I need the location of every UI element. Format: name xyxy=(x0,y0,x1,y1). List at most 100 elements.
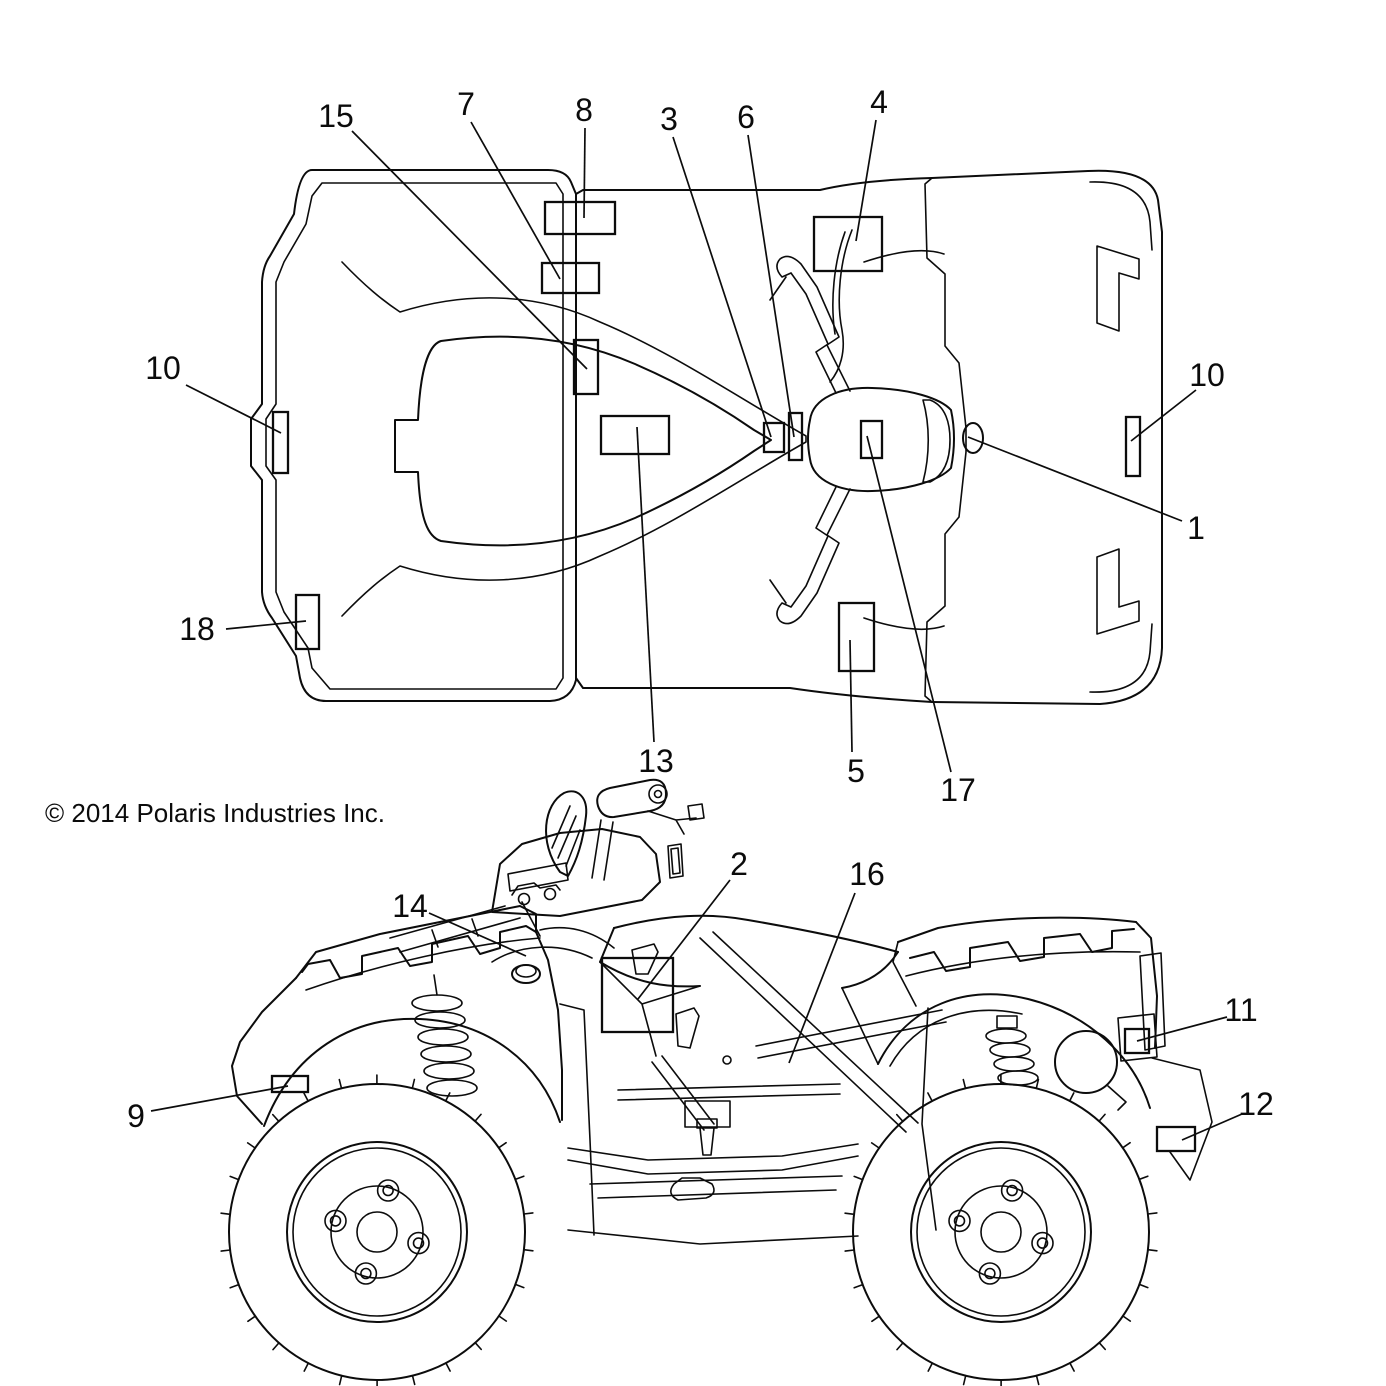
callout-leader-16 xyxy=(788,892,856,1064)
callout-leader-2 xyxy=(637,879,731,1000)
brake-cable xyxy=(829,229,853,383)
lug-nut-center xyxy=(382,1184,394,1197)
decal-box-13 xyxy=(599,414,671,456)
lug-nut xyxy=(324,1209,347,1233)
lug-nut xyxy=(948,1209,971,1233)
callout-label-10-right: 10 xyxy=(1189,357,1225,393)
rear-axle xyxy=(980,1211,1022,1253)
rear-rim-outer xyxy=(910,1141,1092,1323)
callout-label-7: 7 xyxy=(457,86,475,122)
callout-label-3: 3 xyxy=(660,101,678,137)
body-top-edge xyxy=(575,177,933,195)
front-rack-slot-top xyxy=(1096,245,1140,332)
seat-rear-edge xyxy=(841,951,899,989)
lug-nut-center xyxy=(1036,1237,1049,1249)
fuel-cap-top xyxy=(515,964,537,978)
lug-nut-center xyxy=(329,1215,342,1227)
engine-stub xyxy=(1107,1085,1127,1111)
callout-leader-17 xyxy=(866,435,952,773)
decal-box-7 xyxy=(540,261,601,295)
fuel-cap xyxy=(511,964,541,984)
callout-label-15: 15 xyxy=(318,98,354,134)
callout-leader-7 xyxy=(470,121,561,280)
seat-top-view xyxy=(394,335,772,547)
rear-rim-inner xyxy=(916,1147,1086,1317)
decal-box-11 xyxy=(1123,1027,1151,1055)
grip-end-cap xyxy=(648,784,668,804)
callout-label-9: 9 xyxy=(127,1098,145,1134)
rear-tire-tread xyxy=(844,1074,1158,1386)
drain-knob xyxy=(696,1118,718,1156)
decal-box-3 xyxy=(762,421,786,454)
seat-opening-outline xyxy=(341,261,807,617)
rear-tail-panel xyxy=(1139,952,1166,1051)
gas-cap-ellipse xyxy=(962,422,984,454)
mirror-hatch-lines xyxy=(551,805,581,867)
lug-nut-center xyxy=(360,1267,372,1280)
lug-nut xyxy=(354,1262,378,1285)
decal-boxes-layer xyxy=(270,200,1197,1153)
callout-leader-8 xyxy=(583,127,586,219)
callout-leader-12 xyxy=(1181,1113,1243,1141)
pod-truck-glyph xyxy=(511,882,561,906)
callout-label-16: 16 xyxy=(849,856,885,892)
front-rack-left-edge xyxy=(924,177,967,703)
lug-nut-center xyxy=(953,1215,966,1227)
callout-leader-4 xyxy=(855,119,877,242)
engine-cover xyxy=(1054,1030,1118,1094)
front-fender-tread-band xyxy=(301,925,537,979)
rear-tire xyxy=(852,1083,1150,1381)
callout-leader-10-left xyxy=(185,384,282,434)
callout-leader-15 xyxy=(351,130,588,370)
rear-mudflap xyxy=(1151,1057,1213,1181)
front-tire-tread xyxy=(220,1074,534,1386)
brake-lever-side xyxy=(647,803,705,835)
lug-nut xyxy=(376,1179,400,1202)
mid-rails xyxy=(617,1083,841,1101)
callout-leader-3 xyxy=(672,136,772,438)
callout-label-4: 4 xyxy=(870,84,888,120)
copyright-text: © 2014 Polaris Industries Inc. xyxy=(45,798,385,828)
decal-box-4 xyxy=(812,215,884,273)
callout-label-6: 6 xyxy=(737,99,755,135)
front-shock-spring xyxy=(411,974,478,1097)
inner-fender-edges xyxy=(559,1003,937,1236)
callout-label-8: 8 xyxy=(575,92,593,128)
lug-nut-center xyxy=(1006,1184,1018,1197)
decal-box-12 xyxy=(1155,1125,1197,1153)
windshield-mirror xyxy=(545,790,588,877)
rear-shock-spring xyxy=(985,1015,1039,1086)
seat-front-edge xyxy=(599,927,701,988)
callout-leader-14 xyxy=(428,912,527,957)
side-panel-lines xyxy=(599,961,701,1057)
console-lens xyxy=(922,399,951,483)
handlebar-lower-arm xyxy=(769,486,851,625)
seat-side-view xyxy=(613,914,899,953)
callout-label-17: 17 xyxy=(940,772,976,808)
footwell-boards xyxy=(567,1143,859,1245)
rear-hub xyxy=(954,1185,1048,1279)
rear-rack-tail xyxy=(1135,921,1158,1049)
callout-leader-6 xyxy=(747,134,795,438)
seat-to-rack-line xyxy=(841,987,879,1065)
rear-fender-arch xyxy=(877,993,1151,1109)
frame-bolt xyxy=(722,1055,732,1065)
body-bottom-edge xyxy=(575,677,933,703)
decal-box-10-right xyxy=(1124,415,1142,478)
rear-rack-front-support xyxy=(892,941,917,1007)
tank-lines xyxy=(491,927,615,963)
lug-nut xyxy=(1031,1231,1054,1255)
front-fender-lower-curve xyxy=(305,937,541,991)
decal-box-8 xyxy=(543,200,617,236)
callout-label-1: 1 xyxy=(1187,510,1205,546)
callout-leader-10-right xyxy=(1130,389,1197,442)
front-hub xyxy=(330,1185,424,1279)
rear-lug-nuts xyxy=(948,1179,1054,1285)
callout-leader-9 xyxy=(150,1085,289,1112)
callout-label-11: 11 xyxy=(1224,992,1257,1028)
callout-label-10-left: 10 xyxy=(145,350,181,386)
callout-label-14: 14 xyxy=(392,888,428,924)
front-lug-nuts xyxy=(324,1179,430,1285)
